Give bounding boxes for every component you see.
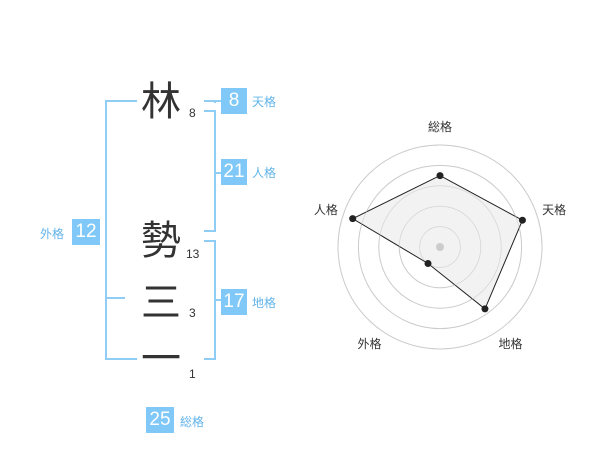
radar-axis-label-2: 天格 <box>542 202 566 217</box>
radar-ring-overlay-4 <box>358 165 522 329</box>
gaikaku-bracket <box>105 100 137 360</box>
jinkaku-value: 21 <box>221 159 247 185</box>
name-char-4-strokes: 1 <box>189 367 196 381</box>
radar-point-1 <box>436 172 444 180</box>
radar-ring-overlay-5 <box>337 144 543 350</box>
radar-axis-label-4: 外格 <box>357 336 381 351</box>
name-char-3: 三 <box>141 280 181 326</box>
soukaku-value: 25 <box>146 407 174 433</box>
radar-axis-label-1: 総格 <box>428 119 452 134</box>
radar-center-dot <box>436 243 444 251</box>
radar-data-polygon <box>351 175 524 310</box>
name-char-2: 勢 <box>141 218 181 264</box>
chikaku-value: 17 <box>221 289 247 315</box>
radar-ring-overlay-2 <box>398 205 482 289</box>
name-char-4: 一 <box>141 336 181 382</box>
tenkaku-label: 天格 <box>252 95 277 109</box>
jinkaku-label: 人格 <box>252 166 277 180</box>
name-char-2-strokes: 13 <box>186 247 200 261</box>
jinkaku-connector <box>214 172 222 174</box>
gaikaku-label: 外格 <box>40 227 65 241</box>
radar-point-4 <box>424 260 432 268</box>
jinkaku-bracket <box>204 110 216 232</box>
soukaku-label: 総格 <box>180 415 205 429</box>
radar-point-2 <box>518 216 526 224</box>
name-char-1-strokes: 8 <box>189 106 196 120</box>
chikaku-connector <box>214 299 222 301</box>
chikaku-label: 地格 <box>252 296 277 310</box>
radar-point-5 <box>349 215 357 223</box>
gaikaku-inner-tick <box>105 297 125 299</box>
gaikaku-value: 12 <box>72 219 100 245</box>
tenkaku-connector <box>214 100 222 102</box>
radar-axis-label-3: 地格 <box>499 336 523 351</box>
radar-point-3 <box>481 305 489 313</box>
radar-axis-label-5: 人格 <box>314 202 338 217</box>
name-char-1: 林 <box>141 79 181 125</box>
tenkaku-value: 8 <box>221 88 247 114</box>
name-char-3-strokes: 3 <box>189 306 196 320</box>
radar-ring-overlay-3 <box>378 185 502 309</box>
radar-ring-overlay-1 <box>419 226 461 268</box>
